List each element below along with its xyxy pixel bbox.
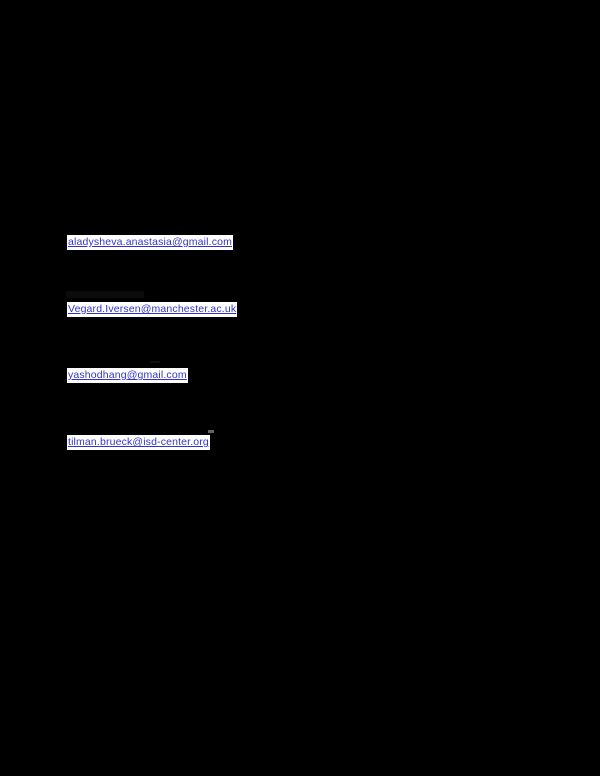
email-link-aladysheva[interactable]: aladysheva.anastasia@gmail.com [67, 235, 233, 250]
email-link-row-1: aladysheva.anastasia@gmail.com [67, 232, 233, 250]
email-link-brueck[interactable]: tilman.brueck@isd-center.org [67, 435, 210, 450]
email-link-row-4: tilman.brueck@isd-center.org [67, 432, 210, 450]
email-link-iversen[interactable]: Vegard.Iversen@manchester.ac.uk [67, 302, 238, 317]
email-link-row-2: Vegard.Iversen@manchester.ac.uk [67, 299, 238, 317]
email-link-yashodhang[interactable]: yashodhang@gmail.com [67, 368, 188, 383]
email-link-row-3: yashodhang@gmail.com [67, 365, 188, 383]
